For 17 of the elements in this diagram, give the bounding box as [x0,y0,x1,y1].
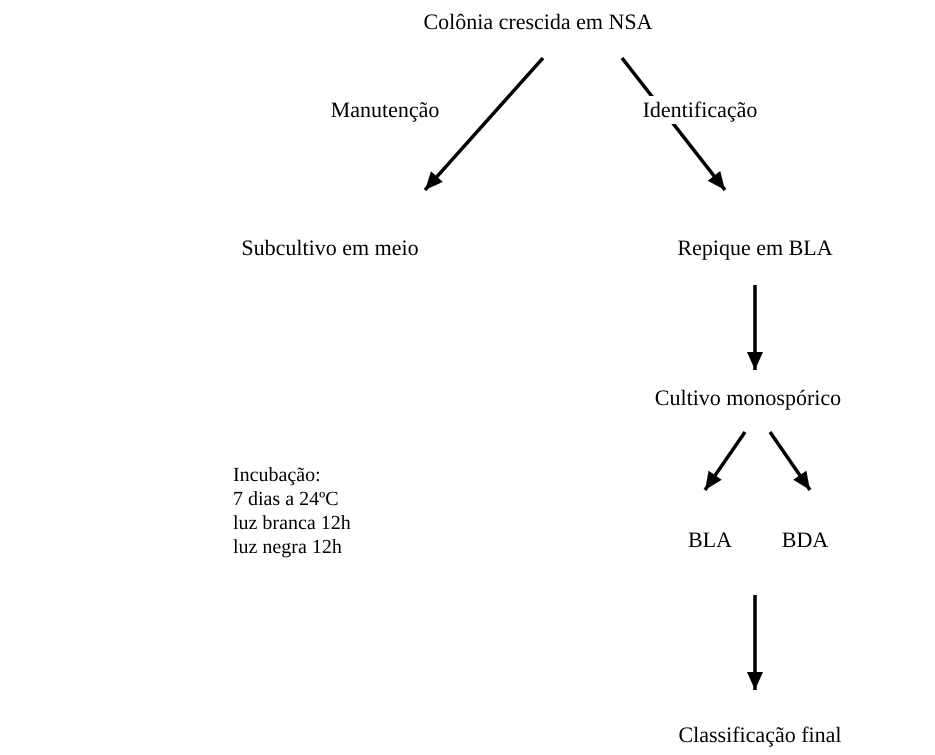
node-text: Cultivo monospórico [654,384,842,412]
node-text: Colônia crescida em NSA [423,8,653,36]
note-text: luz branca 12h [233,511,351,535]
note-text: luz negra 12h [233,535,342,559]
node-text: Classificação final [678,721,842,749]
node-text: BLA [688,526,732,554]
node-text: Subcultivo em meio [241,234,419,262]
node-text: BDA [782,526,828,554]
note-text: Incubação: [233,463,321,487]
node-text: Repique em BLA [677,234,833,262]
arrow [747,285,763,370]
arrow [704,431,746,491]
arrow [768,431,812,491]
note-text: 7 dias a 24ºC [233,487,339,511]
arrow [424,56,544,192]
arrow [747,595,763,690]
edge-label: Identificação [642,96,758,124]
